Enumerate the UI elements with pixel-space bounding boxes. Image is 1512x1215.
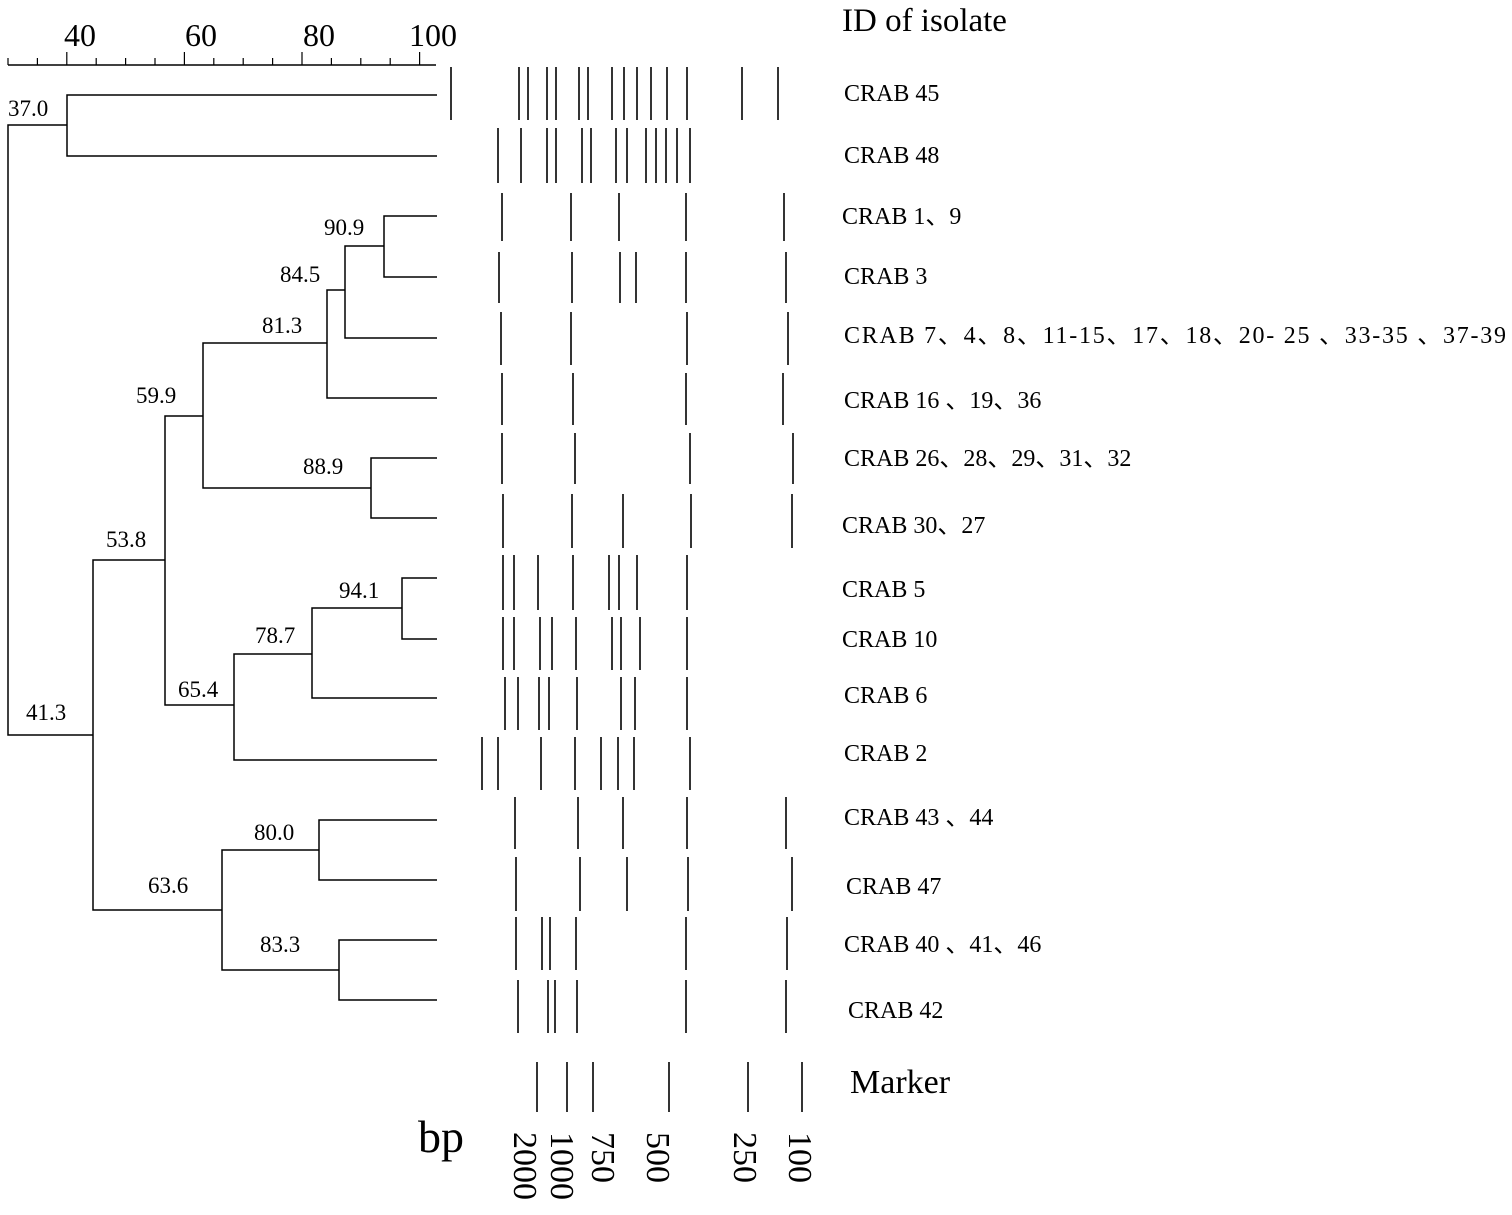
dendrogram-branch xyxy=(383,215,437,278)
isolate-labels: CRAB 45 CRAB 48 CRAB 1、9 CRAB 3 CRAB 7、4… xyxy=(842,81,1506,1024)
marker-size-label: 500 xyxy=(639,1132,676,1183)
dendrogram-branch xyxy=(202,342,371,489)
isolate-label: CRAB 40 、41、46 xyxy=(844,932,1041,958)
marker-size-label: 750 xyxy=(584,1132,621,1183)
node-value: 90.9 xyxy=(324,215,364,240)
isolate-label: CRAB 7、4、8、11-15、17、18、20- 25 、33-35 、37… xyxy=(844,323,1506,349)
isolate-column-title: ID of isolate xyxy=(842,3,1007,39)
node-value: 78.7 xyxy=(255,623,295,648)
node-value: 88.9 xyxy=(303,454,343,479)
pfge-band-patterns xyxy=(450,67,794,1033)
dendrogram-branch xyxy=(92,559,222,911)
dendrogram-branch xyxy=(318,819,437,881)
isolate-label: CRAB 10 xyxy=(842,627,937,653)
dendrogram-branch xyxy=(401,577,437,640)
isolate-label: CRAB 48 xyxy=(844,143,939,169)
dendrogram-branch xyxy=(233,653,437,761)
scale-tick-label: 60 xyxy=(185,17,217,53)
node-value: 84.5 xyxy=(280,262,320,287)
dendrogram-branch xyxy=(311,607,437,699)
isolate-label: CRAB 30、27 xyxy=(842,513,985,539)
marker-size-label: 1000 xyxy=(543,1132,580,1200)
isolate-label: CRAB 16 、19、36 xyxy=(844,388,1041,414)
node-value: 53.8 xyxy=(106,527,146,552)
dendrogram-branch xyxy=(66,94,437,157)
dendrogram-branch xyxy=(221,849,339,971)
size-marker-lane: Marker bp 2000 1000 750 500 250 100 xyxy=(418,1062,951,1200)
scale-tick-label: 40 xyxy=(64,17,96,53)
node-similarity-values: 37.0 41.3 53.8 59.9 81.3 84.5 90.9 88.9 … xyxy=(8,96,379,957)
dendrogram-branch xyxy=(326,289,437,399)
dendrogram-branch xyxy=(164,415,234,706)
marker-size-label: 2000 xyxy=(506,1132,543,1200)
dendrogram-branch xyxy=(370,457,437,519)
node-value: 81.3 xyxy=(262,313,302,338)
node-value: 65.4 xyxy=(178,677,219,702)
node-value: 63.6 xyxy=(148,873,188,898)
isolate-label: CRAB 42 xyxy=(848,998,943,1024)
dendrogram-branch xyxy=(7,124,93,736)
isolate-label: CRAB 45 xyxy=(844,81,939,107)
dendrogram-tree xyxy=(7,94,437,1001)
isolate-label: CRAB 2 xyxy=(844,741,927,767)
isolate-label: CRAB 6 xyxy=(844,683,927,709)
marker-size-label: 100 xyxy=(781,1132,818,1183)
node-value: 37.0 xyxy=(8,96,48,121)
isolate-label: CRAB 43 、44 xyxy=(844,805,993,831)
node-value: 80.0 xyxy=(254,820,294,845)
marker-size-label: 250 xyxy=(726,1132,763,1183)
similarity-scale: 40 60 80 100 xyxy=(7,17,457,66)
marker-label: Marker xyxy=(850,1064,951,1101)
isolate-label: CRAB 3 xyxy=(844,264,927,290)
dendrogram-branch xyxy=(344,245,437,339)
node-value: 59.9 xyxy=(136,383,176,408)
node-value: 94.1 xyxy=(339,578,379,603)
node-value: 83.3 xyxy=(260,932,300,957)
node-value: 41.3 xyxy=(26,700,66,725)
isolate-label: CRAB 1、9 xyxy=(842,204,961,230)
bp-unit-label: bp xyxy=(418,1111,464,1162)
isolate-label: CRAB 26、28、29、31、32 xyxy=(844,446,1131,472)
dendrogram-branch xyxy=(338,939,437,1001)
scale-tick-label: 80 xyxy=(303,17,335,53)
isolate-label: CRAB 5 xyxy=(842,577,925,603)
scale-tick-label: 100 xyxy=(409,17,457,53)
isolate-label: CRAB 47 xyxy=(846,874,941,900)
